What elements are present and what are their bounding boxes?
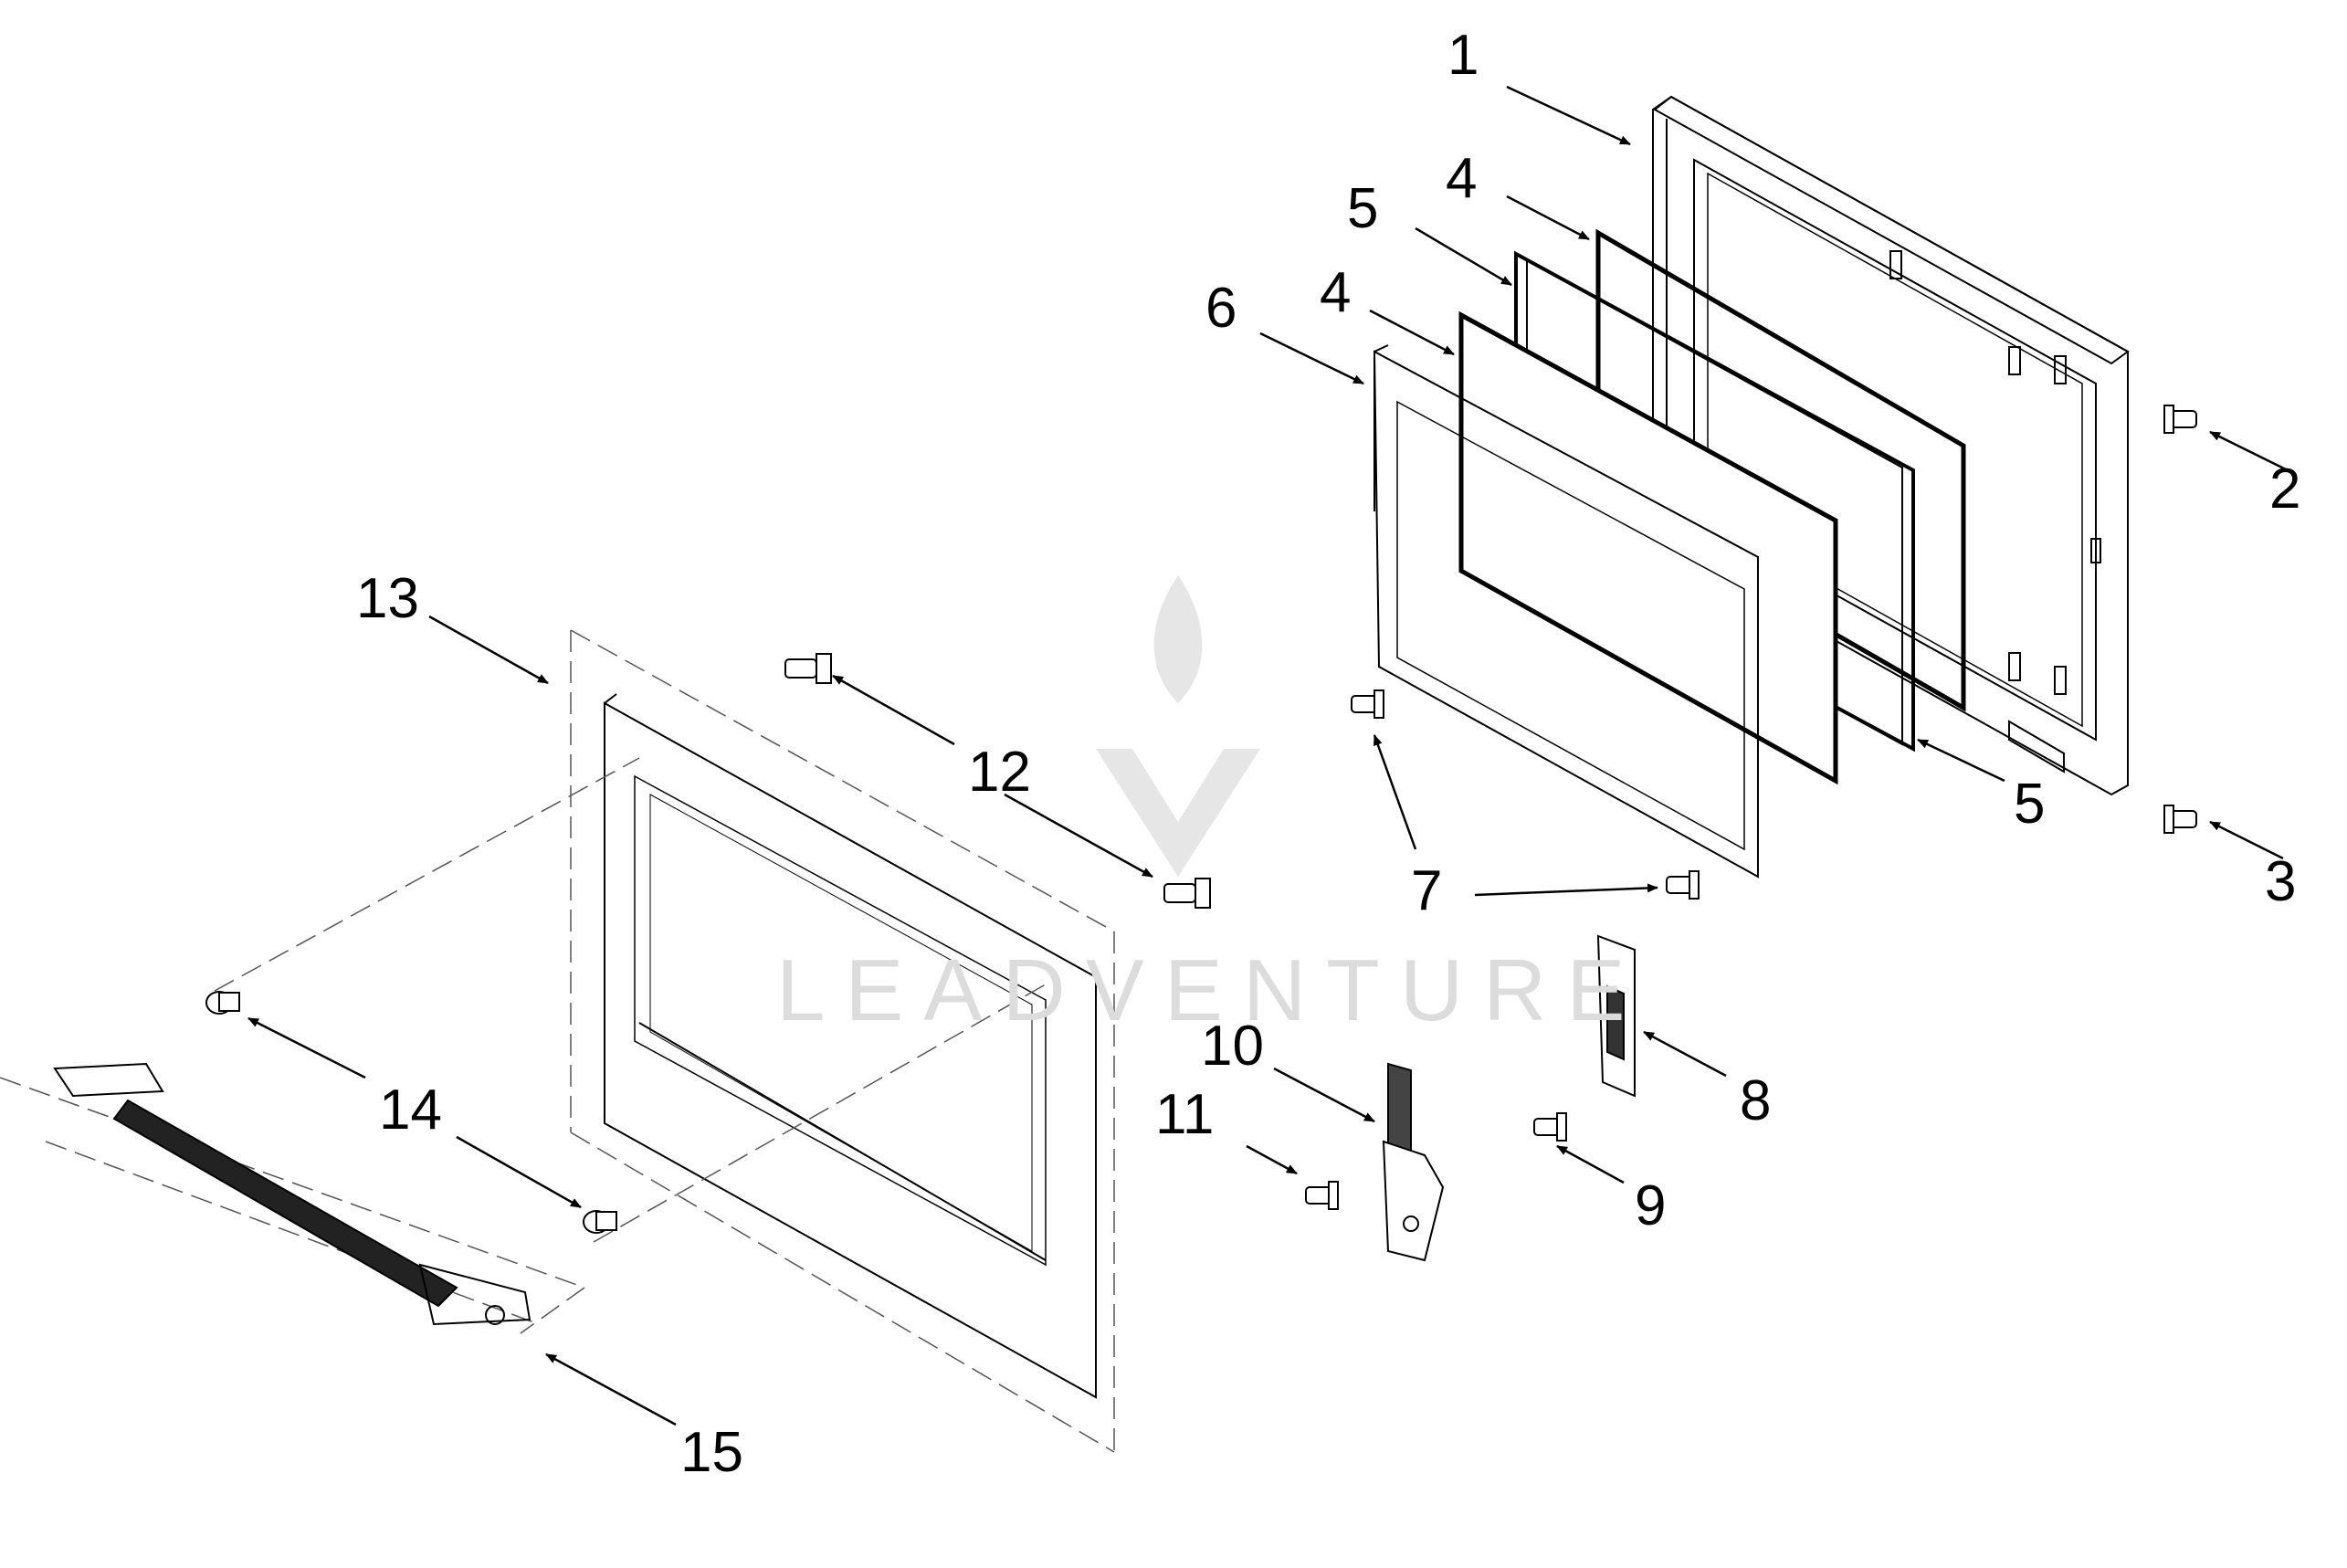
leader-2: [2209, 432, 2288, 470]
callout-label-14: 14: [379, 1079, 442, 1142]
leader-9: [1556, 1146, 1624, 1183]
leader-14b: [457, 1137, 582, 1207]
callout-label-6: 6: [1205, 277, 1237, 340]
callout-leaders: [247, 87, 2288, 1425]
leader-8: [1643, 1032, 1726, 1076]
watermark-text: LEADVENTURE: [776, 942, 1646, 1039]
callout-label-8: 8: [1740, 1069, 1772, 1132]
glass-pane-part-4-front: [1461, 315, 1836, 781]
callout-label-2: 2: [2269, 458, 2301, 521]
screws-misc: [1306, 405, 2196, 1209]
callout-label-11: 11: [1155, 1083, 1215, 1146]
callout-label-4b: 4: [1320, 261, 1352, 324]
dashed-guide-lines: [0, 630, 1114, 1452]
leader-5a: [1416, 228, 1512, 285]
leader-6: [1260, 333, 1364, 384]
leader-5b: [1917, 740, 2005, 781]
hinge-part-10: [1384, 1064, 1443, 1260]
watermark-logo: [1096, 575, 1260, 877]
callout-label-13: 13: [356, 567, 419, 630]
leader-15: [545, 1354, 676, 1425]
callout-label-4a: 4: [1446, 147, 1478, 210]
callout-label-15: 15: [680, 1421, 743, 1484]
leader-14a: [247, 1018, 365, 1078]
callout-label-5b: 5: [2014, 773, 2046, 836]
callout-label-5a: 5: [1347, 177, 1379, 240]
leader-4a: [1507, 196, 1590, 239]
outer-door-panel-part-13: [605, 694, 1096, 1397]
callout-label-10: 10: [1201, 1015, 1264, 1078]
leader-7a: [1374, 734, 1416, 849]
leader-4b: [1370, 310, 1455, 354]
leader-7b: [1475, 883, 1658, 895]
inner-liner-part-6: [1374, 345, 1758, 877]
leader-12b: [1005, 795, 1153, 877]
callout-label-1: 1: [1447, 24, 1479, 87]
leader-10: [1274, 1068, 1375, 1121]
leader-1: [1507, 87, 1631, 144]
callout-label-3: 3: [2265, 850, 2297, 913]
callout-label-7: 7: [1411, 859, 1443, 922]
handle-post-part-14: [205, 991, 616, 1234]
leader-3: [2209, 822, 2283, 858]
leader-13: [429, 616, 549, 683]
callout-label-9: 9: [1635, 1174, 1667, 1237]
handle-part-15: [55, 1064, 530, 1324]
screw-part-12: [785, 654, 1210, 908]
leader-11: [1247, 1146, 1298, 1173]
callout-label-12: 12: [968, 741, 1031, 804]
leader-12a: [832, 676, 954, 744]
hinge-receptacle-part-8: [1598, 936, 1635, 1096]
